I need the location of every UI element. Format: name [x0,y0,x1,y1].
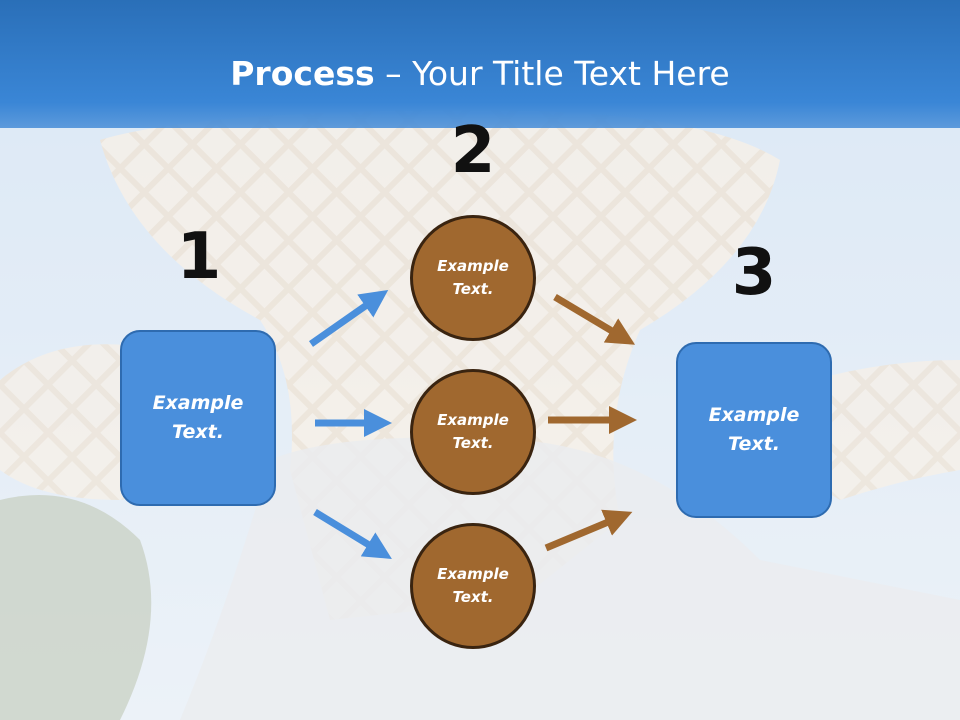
circle-bottom[interactable]: Example Text. [410,523,536,649]
arrow-brown-down [553,293,636,345]
circle-middle-text: Example Text. [437,411,509,452]
title-bold: Process [230,54,375,93]
arrow-brown-up [544,509,633,552]
arrow-blue-up [308,289,389,347]
step-number-3: 3 [731,236,777,310]
arrow-blue-down [313,509,392,559]
circle-top-text: Example Text. [437,257,509,298]
title-rest: – Your Title Text Here [374,54,730,93]
step-number-1: 1 [176,220,222,294]
left-text-box[interactable]: Example Text. [120,330,276,506]
circle-middle[interactable]: Example Text. [410,369,536,495]
right-box-text: Example Text. [708,404,800,455]
circle-top[interactable]: Example Text. [410,215,536,341]
left-box-text: Example Text. [152,392,244,443]
step-number-2: 2 [450,114,496,188]
slide-title: Process – Your Title Text Here [0,52,960,96]
circle-bottom-text: Example Text. [437,565,509,606]
right-text-box[interactable]: Example Text. [676,342,832,518]
title-bar [0,0,960,128]
